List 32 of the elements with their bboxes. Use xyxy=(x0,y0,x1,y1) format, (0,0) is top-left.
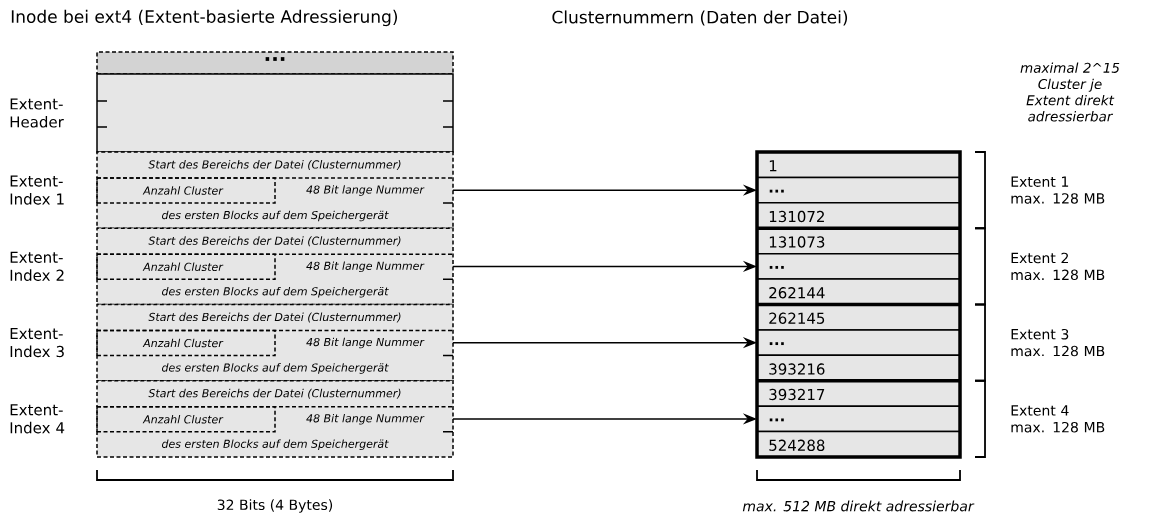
cluster-count-field: Anzahl Cluster xyxy=(96,177,276,204)
row-label: Extent-Index 2 xyxy=(10,251,64,281)
row-label: Extent-Index 3 xyxy=(10,328,64,358)
row-label: Extent-Header xyxy=(10,98,64,128)
cluster-cell: 1 xyxy=(756,151,961,179)
cluster-cell: ... xyxy=(756,176,961,204)
brace-label: Extent 1 max. 128 MB xyxy=(1011,176,1105,204)
cluster-cell: ... xyxy=(756,329,961,357)
cluster-cell: 262145 xyxy=(756,303,961,331)
dimension-label: 32 Bits (4 Bytes) xyxy=(217,499,333,513)
cluster-count-field: Anzahl Cluster xyxy=(96,406,276,433)
extent-header-box xyxy=(96,73,454,153)
cluster-cell: 524288 xyxy=(756,430,961,458)
cluster-cell: 131073 xyxy=(756,227,961,255)
dimension-label: max. 512 MB direkt adressierbar xyxy=(742,500,975,512)
brace-label: Extent 4 max. 128 MB xyxy=(1011,405,1105,433)
row-label: Extent-Index 4 xyxy=(10,404,65,434)
heading: Inode bei ext4 (Extent-basierte Adressierung) xyxy=(11,9,398,27)
cluster-column xyxy=(755,150,962,459)
note-text: maximal 2^15 Cluster je Extent direkt adressierbar xyxy=(1020,62,1120,122)
brace-label: Extent 2 max. 128 MB xyxy=(1011,252,1105,281)
cluster-cell: 131072 xyxy=(756,202,961,229)
cluster-count-field: Anzahl Cluster xyxy=(96,329,276,357)
cluster-cell: 393216 xyxy=(756,354,961,382)
cluster-cell: ... xyxy=(756,252,961,280)
heading: Clusternummern (Daten der Datei) xyxy=(552,10,848,26)
cluster-cell: 262144 xyxy=(756,278,961,306)
cluster-count-field: Anzahl Cluster xyxy=(96,253,276,280)
row-label: Extent-Index 1 xyxy=(10,175,64,205)
cluster-cell: ... xyxy=(756,405,961,433)
brace-label: Extent 3 max. 128 MB xyxy=(1011,328,1105,357)
ellipsis-box: ... xyxy=(96,51,454,75)
